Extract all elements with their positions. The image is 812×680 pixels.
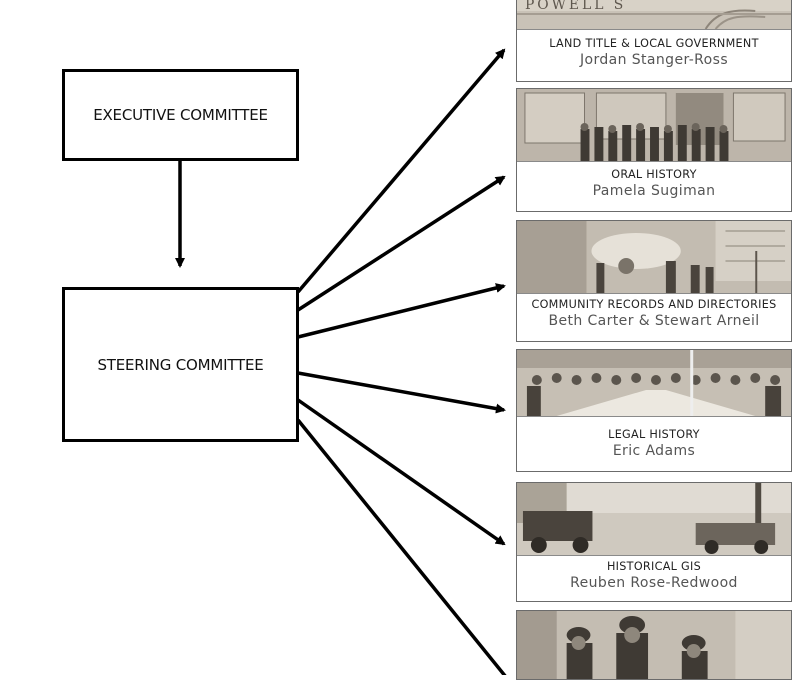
steering-committee-box: STEERING COMMITTEE [62,287,299,442]
cluster-title: LAND TITLE & LOCAL GOVERNMENT [549,37,759,50]
steering-committee-label: STEERING COMMITTEE [97,355,264,374]
cluster-photo-street-sign: POWELL S [517,0,791,30]
cluster-title: HISTORICAL GIS [606,560,702,573]
arrow-to-historical-gis [296,398,506,546]
photo-sign-lettering: POWELL S [525,0,626,13]
executive-committee-box: EXECUTIVE COMMITTEE [62,69,299,161]
cluster-photo-people [517,611,791,679]
cluster-title: LEGAL HISTORY [608,428,700,441]
cluster-lead: Pamela Sugiman [592,183,716,199]
cluster-card-community-records: COMMUNITY RECORDS AND DIRECTORIES Beth C… [516,220,792,342]
cluster-photo-street-cars [517,483,791,556]
cluster-photo-group-storefront [517,89,791,162]
cluster-card-oral-history: ORAL HISTORY Pamela Sugiman [516,88,792,212]
cluster-card-legal-history: LEGAL HISTORY Eric Adams [516,349,792,472]
executive-committee-label: EXECUTIVE COMMITTEE [93,106,268,124]
arrow-to-offscreen-cluster [296,418,507,675]
arrow-to-oral-history [297,175,506,312]
cluster-lead: Beth Carter & Stewart Arneil [548,313,760,329]
cluster-photo-banquet [517,350,791,417]
cluster-card-historical-gis: HISTORICAL GIS Reuben Rose-Redwood [516,482,792,602]
cluster-title: ORAL HISTORY [611,168,697,181]
cluster-card-partial [516,610,792,680]
cluster-title: COMMUNITY RECORDS AND DIRECTORIES [531,298,777,311]
cluster-lead: Eric Adams [612,443,696,459]
arrow-to-land-title [296,48,506,294]
cluster-card-land-title: POWELL S LAND TITLE & LOCAL GOVERNMENT J… [516,0,792,82]
cluster-lead: Jordan Stanger-Ross [579,52,729,68]
cluster-photo-street-parade [517,221,791,294]
arrow-to-legal-history [297,371,506,414]
cluster-lead: Reuben Rose-Redwood [570,575,738,591]
arrow-to-community-records [297,283,506,339]
